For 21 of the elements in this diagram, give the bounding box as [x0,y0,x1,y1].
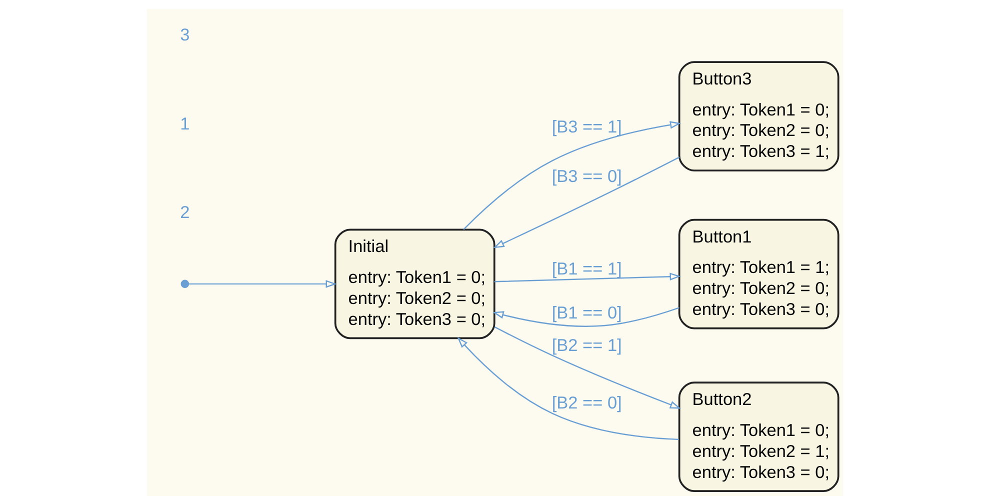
arrow [493,156,680,248]
label: 2 [180,202,190,222]
edge-label: [B3 == 0] [552,165,622,186]
arrow [188,280,337,288]
arrow [492,306,680,326]
arrow [463,120,682,230]
edge-label: [B1 == 0] [552,302,622,322]
node-box: Button3 entry: Token1 = 0; entry: Token2 = 0; entry: Token3 = 1; [678,60,840,171]
node-circle [180,279,190,288]
edge-label: [B1 == 1] [552,258,622,278]
arrow [457,336,679,440]
edge-label: [B2 == 0] [552,392,622,412]
arrow [494,272,681,282]
node-box: Initial entry: Token1 = 0; entry: Token2 = 0; entry: Token3 = 0; [334,228,496,339]
arrow [494,326,682,408]
label: 1 [180,112,190,133]
edge-label: [B2 == 1] [552,334,622,354]
node-box: Button1 entry: Token1 = 1; entry: Token2 = 0; entry: Token3 = 0; [678,218,840,329]
node-box: Button2 entry: Token1 = 0; entry: Token2 = 1; entry: Token3 = 0; [678,381,840,492]
label: 3 [180,24,190,44]
edge-label: [B3 == 1] [552,116,622,136]
